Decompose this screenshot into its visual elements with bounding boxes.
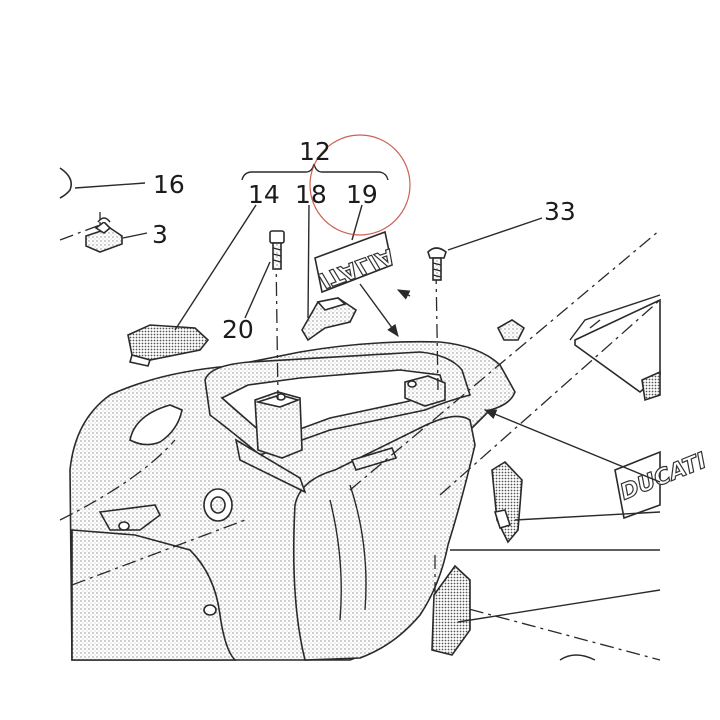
callout-12: 12 — [299, 137, 331, 166]
callout-16: 16 — [153, 170, 185, 199]
callout-18: 18 — [295, 180, 327, 209]
rear-frame — [450, 294, 661, 661]
part-18-bracket — [301, 297, 358, 342]
side-grille-lower — [431, 564, 471, 656]
part-16-bracket — [59, 167, 73, 199]
callout-3: 3 — [152, 220, 168, 249]
callout-33: 33 — [544, 197, 576, 226]
leader-lines — [74, 163, 661, 623]
highlight-circle — [309, 134, 411, 236]
part-33-screw — [427, 247, 447, 281]
part-3-clip-nut — [85, 217, 123, 253]
part-14-grille — [127, 324, 210, 367]
ducati-decal-text: DUCATI — [617, 449, 710, 506]
tail-body — [69, 340, 516, 661]
ducati-decal: DUCATI — [614, 448, 711, 520]
part-20-screw — [269, 230, 285, 270]
centre-lines — [59, 212, 661, 661]
callout-19: 19 — [346, 180, 378, 209]
callout-14: 14 — [248, 180, 280, 209]
callout-20: 20 — [222, 315, 254, 344]
callout-labels: 12 14 18 19 16 3 33 20 — [152, 137, 576, 344]
part-19-decal: ITALIA — [314, 230, 398, 293]
side-grille-upper — [491, 460, 523, 544]
